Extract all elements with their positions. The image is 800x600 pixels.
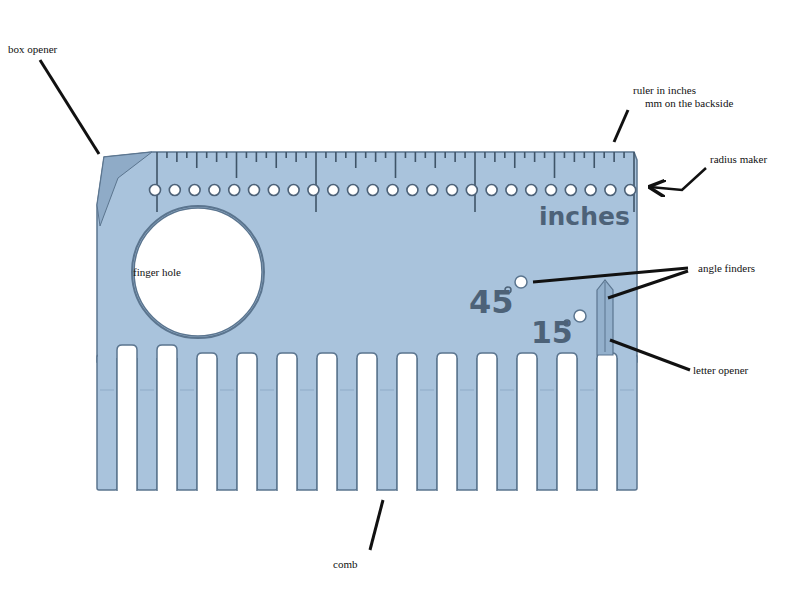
engraved-text: inches: [539, 204, 630, 229]
tool-body: [97, 152, 637, 491]
callout-label: radius maker: [710, 153, 767, 165]
leader-lines: [40, 60, 706, 550]
angle-number: 15: [531, 318, 573, 348]
angle-number: 45: [469, 286, 514, 318]
callout-label: angle finders: [698, 262, 755, 274]
node-text: finger hole: [133, 266, 181, 278]
callout-label: box opener: [8, 43, 57, 55]
callout-label: ruler in inches: [633, 84, 696, 96]
callout-label: letter opener: [693, 364, 748, 376]
finger-hole: finger hole: [133, 207, 263, 337]
callout-label: mm on the backside: [645, 97, 733, 109]
callout-label: comb: [333, 558, 357, 570]
